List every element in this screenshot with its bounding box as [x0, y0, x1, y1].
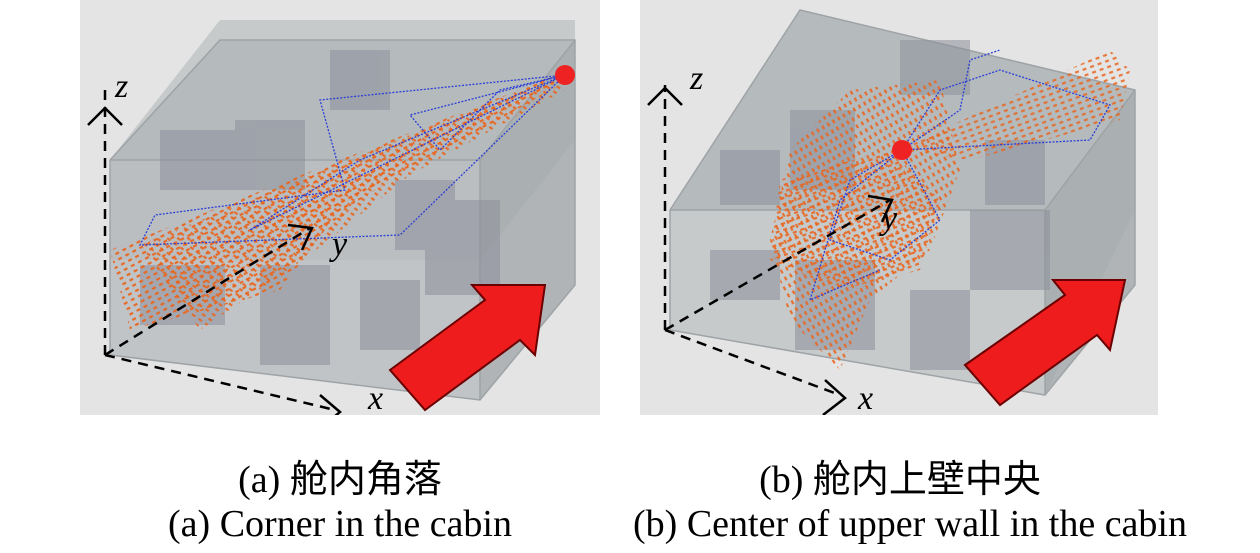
source-marker: [555, 65, 575, 85]
axis-label-z: z: [115, 68, 129, 105]
panel-b: z y x: [640, 0, 1158, 417]
caption-a-en: (a) Corner in the cabin: [168, 503, 512, 545]
axis-label-x: x: [858, 380, 874, 417]
flow-direction-arrow: [388, 284, 547, 412]
axis-label-x: x: [368, 380, 384, 417]
coordinate-axes: [87, 90, 342, 415]
panel-b-figure: [640, 0, 1158, 415]
ray-point-cloud: [770, 50, 1130, 370]
source-marker: [892, 140, 912, 160]
caption-b-en: (b) Center of upper wall in the cabin: [633, 503, 1187, 545]
caption-b-cn: (b) 舱内上壁中央: [759, 459, 1041, 501]
propagation-paths: [808, 49, 1111, 302]
flow-direction-arrow: [963, 279, 1127, 407]
axis-label-z: z: [690, 60, 704, 97]
caption-a-cn: (a) 舱内角落: [238, 459, 442, 501]
propagation-paths: [138, 74, 566, 246]
panel-a: z y x: [80, 0, 600, 417]
axis-label-y: y: [882, 200, 898, 237]
coordinate-axes: [647, 85, 894, 415]
panel-a-figure: [80, 0, 600, 415]
axis-label-y: y: [332, 226, 348, 263]
